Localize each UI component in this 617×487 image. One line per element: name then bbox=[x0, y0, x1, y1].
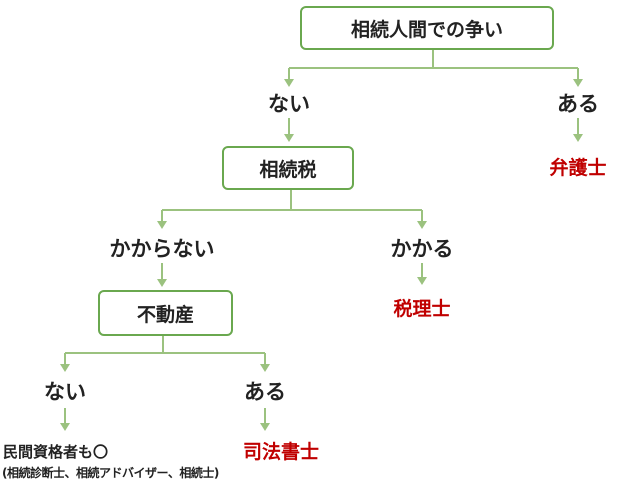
result-tax-accountant: 税理士 bbox=[393, 298, 451, 320]
result-judicial-scrivener: 司法書士 bbox=[242, 441, 320, 463]
branch-dispute-no: ない bbox=[268, 92, 310, 116]
branch-realestate-no: ない bbox=[44, 380, 86, 404]
node-inheritance-tax: 相続税 bbox=[222, 146, 354, 190]
node-inheritance-dispute: 相続人間での争い bbox=[300, 6, 554, 50]
branch-realestate-yes: ある bbox=[244, 380, 286, 404]
branch-tax-yes: かかる bbox=[390, 237, 454, 261]
result-private-qualified: 民間資格者も〇 bbox=[3, 443, 109, 461]
result-lawyer: 弁護士 bbox=[549, 157, 607, 179]
branch-tax-no: かからない bbox=[109, 237, 215, 261]
branch-dispute-yes: ある bbox=[557, 92, 599, 116]
result-private-qualified-examples: (相続診断士、相続アドバイザー、相続士) bbox=[2, 466, 219, 480]
node-real-estate: 不動産 bbox=[98, 290, 233, 336]
